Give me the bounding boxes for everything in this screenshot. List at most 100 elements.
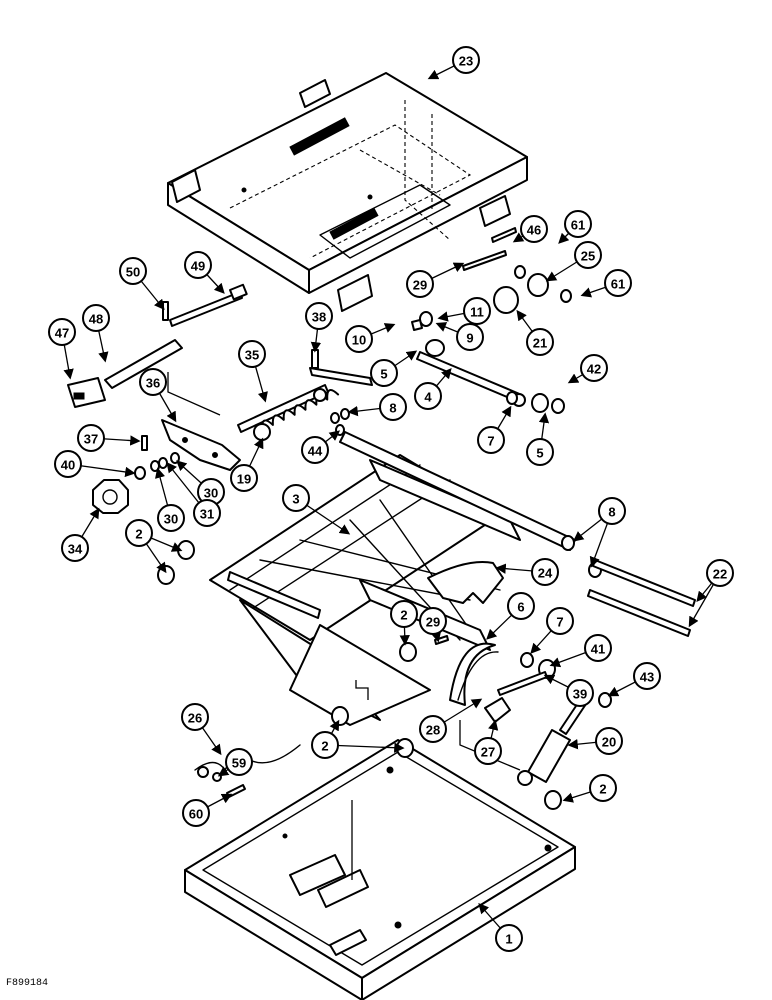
callout-circle <box>379 393 407 421</box>
handle-47 <box>67 377 106 408</box>
callout-number: 31 <box>200 507 214 522</box>
callout-10: 10 <box>345 325 373 353</box>
callout-61: 61 <box>604 269 632 297</box>
callout-circle <box>706 559 734 587</box>
shaft-4 <box>416 351 526 407</box>
callout-number: 1 <box>505 932 512 947</box>
callout-number: 34 <box>68 542 83 557</box>
callout-number: 5 <box>536 446 543 461</box>
callout-34: 34 <box>61 534 89 562</box>
callout-30: 30 <box>197 478 225 506</box>
callout-number: 4 <box>424 390 432 405</box>
callout-circle <box>633 662 661 690</box>
callout-number: 49 <box>191 259 205 274</box>
callout-circle <box>125 519 153 547</box>
callout-number: 29 <box>426 615 440 630</box>
callout-circle <box>181 703 209 731</box>
callout-number: 59 <box>232 756 246 771</box>
callout-number: 24 <box>538 566 553 581</box>
callout-4: 4 <box>414 382 442 410</box>
callout-number: 39 <box>573 687 587 702</box>
pins <box>141 227 696 798</box>
callout-number: 8 <box>608 505 615 520</box>
callout-9: 9 <box>456 323 484 351</box>
callout-circle <box>182 799 210 827</box>
callout-number: 8 <box>389 401 396 416</box>
callout-number: 30 <box>164 512 178 527</box>
figure-code: F899184 <box>6 978 49 989</box>
callout-number: 40 <box>61 458 75 473</box>
callout-number: 11 <box>470 305 484 320</box>
callout-46: 46 <box>520 215 548 243</box>
callout-61: 61 <box>564 210 592 238</box>
callout-number: 50 <box>126 265 140 280</box>
callout-21: 21 <box>526 328 554 356</box>
callout-circle <box>589 774 617 802</box>
callout-number: 22 <box>713 567 727 582</box>
callout-circle <box>456 323 484 351</box>
callout-circle <box>184 251 212 279</box>
callout-circle <box>564 210 592 238</box>
callout-number: 61 <box>571 218 585 233</box>
callout-22: 22 <box>706 559 734 587</box>
callout-number: 9 <box>466 331 473 346</box>
callout-number: 20 <box>602 735 616 750</box>
callout-number: 26 <box>188 711 202 726</box>
callout-26: 26 <box>181 703 209 731</box>
callout-circle <box>238 340 266 368</box>
callout-circle <box>520 215 548 243</box>
callout-29: 29 <box>406 270 434 298</box>
callout-6: 6 <box>507 592 535 620</box>
callout-number: 5 <box>380 367 387 382</box>
callout-circle <box>390 600 418 628</box>
callout-11: 11 <box>463 297 491 325</box>
callout-number: 41 <box>591 642 605 657</box>
callout-circle <box>604 269 632 297</box>
callout-circle <box>526 438 554 466</box>
spring-assembly <box>237 367 373 441</box>
callout-circle <box>301 436 329 464</box>
callout-number: 44 <box>308 444 323 459</box>
callout-number: 19 <box>237 472 251 487</box>
callout-number: 10 <box>352 333 366 348</box>
callout-circle <box>282 484 310 512</box>
latch-24 <box>427 561 504 604</box>
callout-36: 36 <box>139 368 167 396</box>
callout-7: 7 <box>477 426 505 454</box>
callout-24: 24 <box>531 558 559 586</box>
callout-2: 2 <box>125 519 153 547</box>
callout-circle <box>452 46 480 74</box>
callout-circle <box>584 634 612 662</box>
callout-number: 46 <box>527 223 541 238</box>
shock-absorber <box>517 699 587 786</box>
callout-number: 37 <box>84 432 98 447</box>
callout-number: 60 <box>189 807 203 822</box>
callout-number: 35 <box>245 348 259 363</box>
callout-60: 60 <box>182 799 210 827</box>
callout-number: 27 <box>481 745 495 760</box>
callout-circle <box>463 297 491 325</box>
upper-seat-plate <box>167 72 528 312</box>
extension-lines <box>167 372 521 880</box>
callout-circle <box>119 257 147 285</box>
callout-8: 8 <box>598 497 626 525</box>
callout-number: 36 <box>146 376 160 391</box>
callout-number: 7 <box>556 615 563 630</box>
callout-circle <box>566 679 594 707</box>
callout-number: 23 <box>459 54 473 69</box>
callout-number: 48 <box>89 312 103 327</box>
callout-20: 20 <box>595 727 623 755</box>
callout-circle <box>406 270 434 298</box>
callout-19: 19 <box>230 464 258 492</box>
callout-number: 25 <box>581 249 595 264</box>
callout-8: 8 <box>379 393 407 421</box>
callout-37: 37 <box>77 424 105 452</box>
callout-circle <box>139 368 167 396</box>
callout-31: 31 <box>193 499 221 527</box>
callout-circle <box>61 534 89 562</box>
callout-circle <box>507 592 535 620</box>
callout-44: 44 <box>301 436 329 464</box>
callout-number: 21 <box>533 336 547 351</box>
